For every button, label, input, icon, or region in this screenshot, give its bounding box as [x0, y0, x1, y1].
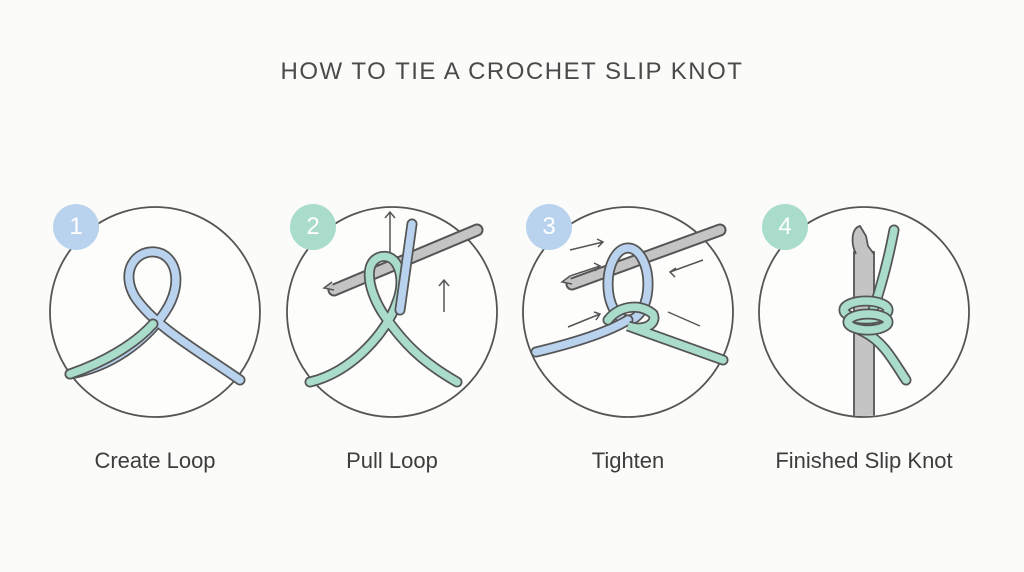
step-2-badge: 2 — [290, 204, 336, 250]
up-arrow-icon — [384, 210, 396, 252]
page-title: HOW TO TIE A CROCHET SLIP KNOT — [280, 58, 744, 85]
step-4-panel: 4 Finished Slip Knot — [744, 202, 984, 502]
yarn-loop-green — [306, 252, 461, 386]
step-2-label: Pull Loop — [346, 448, 438, 473]
tighten-arrows-icon — [567, 238, 704, 328]
step-4-illustration — [758, 206, 970, 418]
step-3-label: Tighten — [591, 448, 665, 473]
yarn-pulled-blue — [396, 220, 416, 314]
step-1-panel: 1 Create Loop — [35, 202, 275, 502]
step-1-badge: 1 — [53, 204, 99, 250]
yarn-tail-green — [66, 320, 157, 378]
step-2-panel: 2 Pull Loop — [272, 202, 512, 502]
step-4-badge: 4 — [762, 204, 808, 250]
up-arrow-icon-2 — [438, 278, 450, 312]
yarn-knot-green — [604, 303, 727, 364]
step-3-panel: 3 Tighten — [508, 202, 748, 502]
step-1-label: Create Loop — [94, 448, 216, 473]
step-3-badge: 3 — [526, 204, 572, 250]
step-3-illustration — [522, 206, 734, 418]
step-4-label: Finished Slip Knot — [775, 448, 953, 473]
step-2-illustration — [286, 206, 498, 418]
step-1-illustration — [49, 206, 261, 418]
